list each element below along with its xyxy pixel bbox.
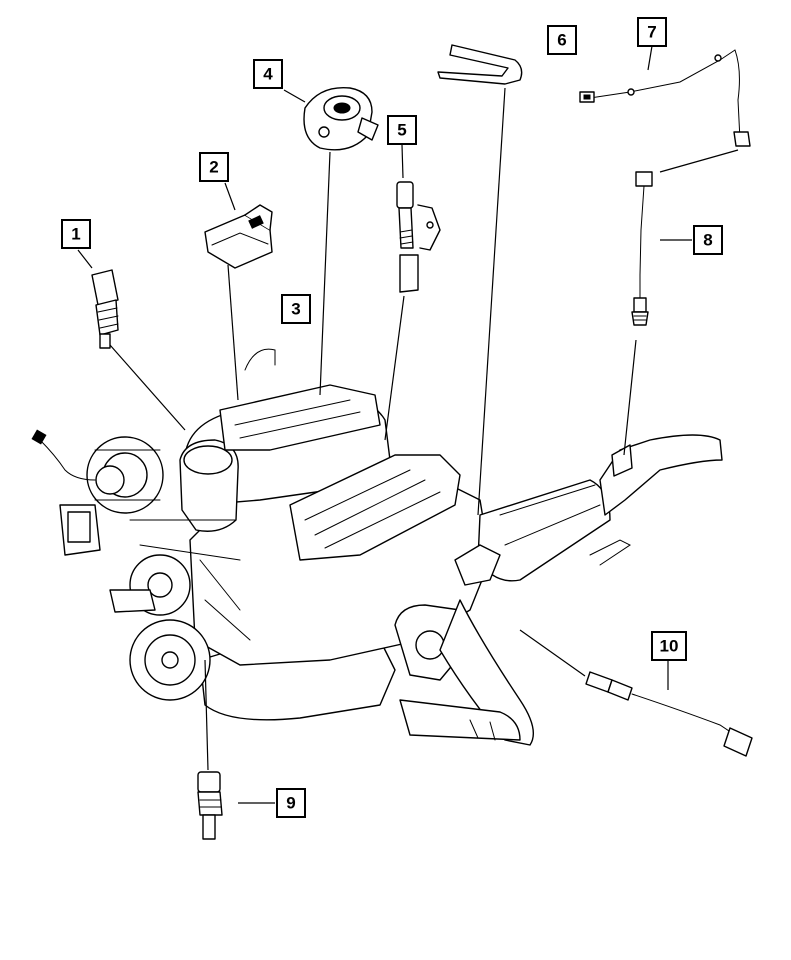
exhaust-system bbox=[399, 434, 723, 746]
callout-1-label: 1 bbox=[71, 225, 80, 244]
callout-5: 5 bbox=[387, 115, 417, 145]
callout-9: 9 bbox=[276, 788, 306, 818]
callout-3: 3 bbox=[281, 294, 311, 324]
callout-7-label: 7 bbox=[647, 23, 656, 42]
callout-2-label: 2 bbox=[209, 158, 218, 177]
callout-6-label: 6 bbox=[557, 31, 566, 50]
part-5-sensor bbox=[396, 181, 441, 293]
part-8-sensor bbox=[631, 171, 653, 326]
callout-3-label: 3 bbox=[291, 300, 300, 319]
callout-7: 7 bbox=[637, 17, 667, 47]
callout-2: 2 bbox=[199, 152, 229, 182]
callout-10: 10 bbox=[651, 631, 687, 661]
part-7-harness bbox=[579, 49, 751, 147]
callout-4-label: 4 bbox=[263, 65, 273, 84]
callout-4: 4 bbox=[253, 59, 283, 89]
leader-lines bbox=[77, 45, 739, 804]
part-10-sensor bbox=[585, 671, 753, 757]
callout-5-label: 5 bbox=[397, 121, 406, 140]
engine-assembly bbox=[31, 348, 491, 721]
part-4-sensor bbox=[303, 86, 379, 151]
callout-8-label: 8 bbox=[703, 231, 712, 250]
callout-1: 1 bbox=[61, 219, 91, 249]
part-6-clip bbox=[437, 44, 523, 85]
callout-6: 6 bbox=[547, 25, 577, 55]
part-2-sensor bbox=[204, 204, 273, 269]
callout-10-label: 10 bbox=[660, 637, 679, 656]
part-1-sensor bbox=[91, 269, 119, 349]
callout-8: 8 bbox=[693, 225, 723, 255]
callout-9-label: 9 bbox=[286, 794, 295, 813]
part-9-sensor bbox=[197, 771, 223, 840]
